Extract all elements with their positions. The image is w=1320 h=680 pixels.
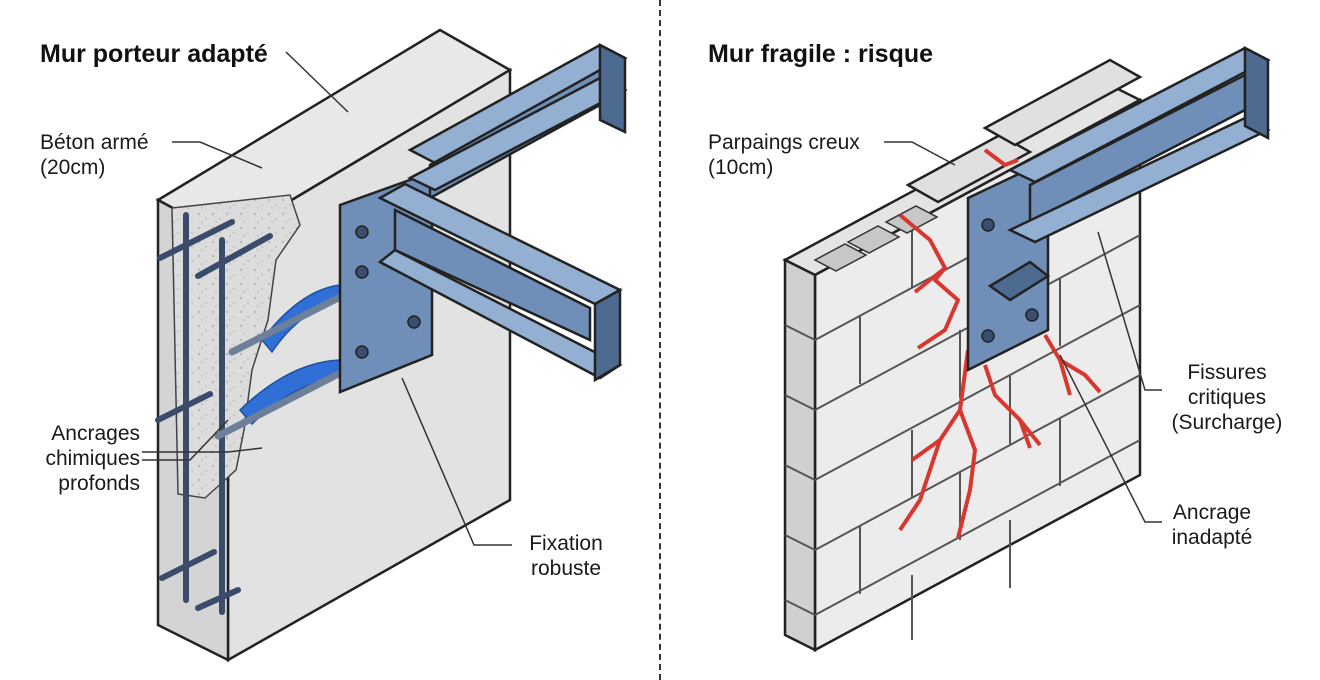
- leader-lines-right: [884, 141, 1162, 523]
- cracks-label-line2: critiques: [1187, 386, 1267, 409]
- cracks: [898, 148, 1102, 539]
- blocks-label-line2: (10cm): [708, 156, 774, 179]
- fixation-label-line1: Fixation: [529, 532, 603, 555]
- anchors-label: Ancrages chimiques profonds: [10, 421, 140, 496]
- blocks-label-line1: Parpaings creux: [708, 131, 860, 154]
- anchor-label-line1: Ancrage: [1172, 501, 1252, 524]
- cracks-label-line1: Fissures: [1187, 361, 1267, 384]
- left-panel-title: Mur porteur adapté: [40, 40, 268, 68]
- plate-bolts-right: [981, 218, 1039, 343]
- right-panel-title: Mur fragile : risque: [708, 40, 934, 68]
- anchor-label-line2: inadapté: [1171, 526, 1253, 549]
- steel-beam-upper: [407, 42, 628, 201]
- steel-beam-lower: [377, 182, 623, 383]
- fixation-label: Fixation robuste: [516, 531, 616, 581]
- block-wall: [782, 45, 1271, 653]
- concrete-label-line1: Béton armé: [40, 131, 149, 154]
- panel-divider: [659, 0, 661, 680]
- fixation-label-line2: robuste: [530, 557, 602, 580]
- concrete-label: Béton armé (20cm): [40, 130, 149, 180]
- cracks-label: Fissures critiques (Surcharge): [1162, 360, 1292, 435]
- leader-lines-left: [142, 51, 512, 546]
- steel-beam-right: [987, 45, 1271, 302]
- anchors-label-line1: Ancrages: [51, 422, 140, 445]
- top-blocks: [905, 58, 1143, 204]
- blocks-label: Parpaings creux (10cm): [708, 130, 860, 180]
- plate-bolts-left: [355, 225, 421, 359]
- cracks-label-line3: (Surcharge): [1171, 411, 1283, 434]
- anchor-label: Ancrage inadapté: [1162, 500, 1262, 550]
- block-wall-side: [783, 257, 817, 653]
- anchors-label-line2: chimiques: [45, 447, 140, 470]
- anchors-label-line3: profonds: [58, 472, 140, 495]
- concrete-label-line2: (20cm): [40, 156, 106, 179]
